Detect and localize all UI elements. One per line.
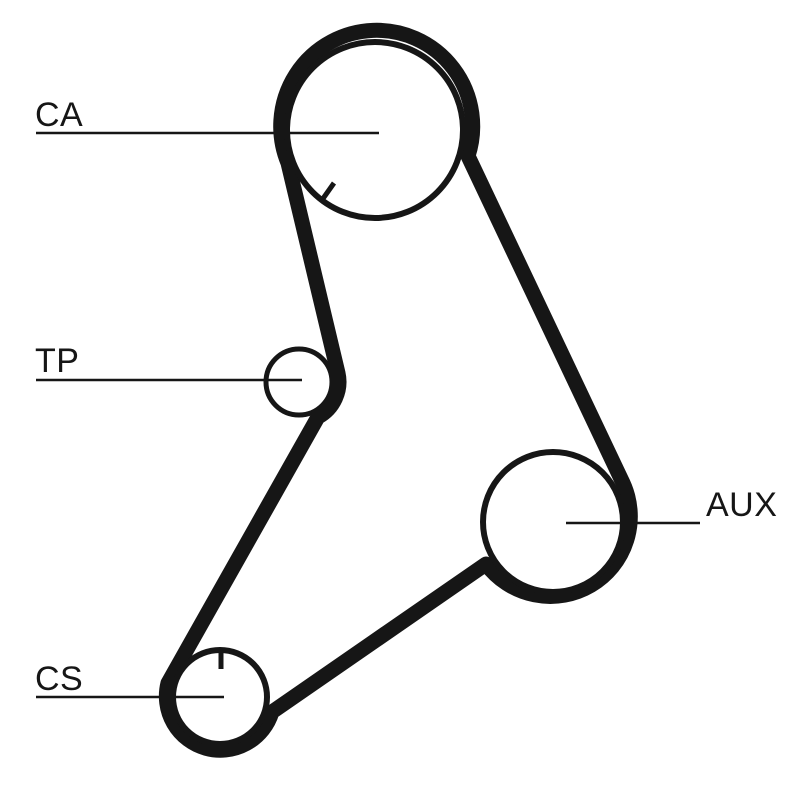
- leader-lines-group: [36, 131, 700, 699]
- label-aux: AUX: [706, 486, 777, 524]
- label-cs: CS: [35, 660, 83, 698]
- pulley-camshaft: [284, 39, 466, 221]
- belt-group: [158, 22, 638, 758]
- labels-group: CA TP AUX CS: [35, 96, 777, 698]
- belt-path: [158, 22, 638, 758]
- label-tp: TP: [35, 342, 79, 380]
- camshaft-timing-mark: [319, 181, 337, 202]
- label-ca: CA: [35, 96, 83, 134]
- timing-marks-group: [218, 181, 337, 669]
- pulleys-group: [170, 39, 626, 747]
- pulley-tensioner: [263, 346, 335, 418]
